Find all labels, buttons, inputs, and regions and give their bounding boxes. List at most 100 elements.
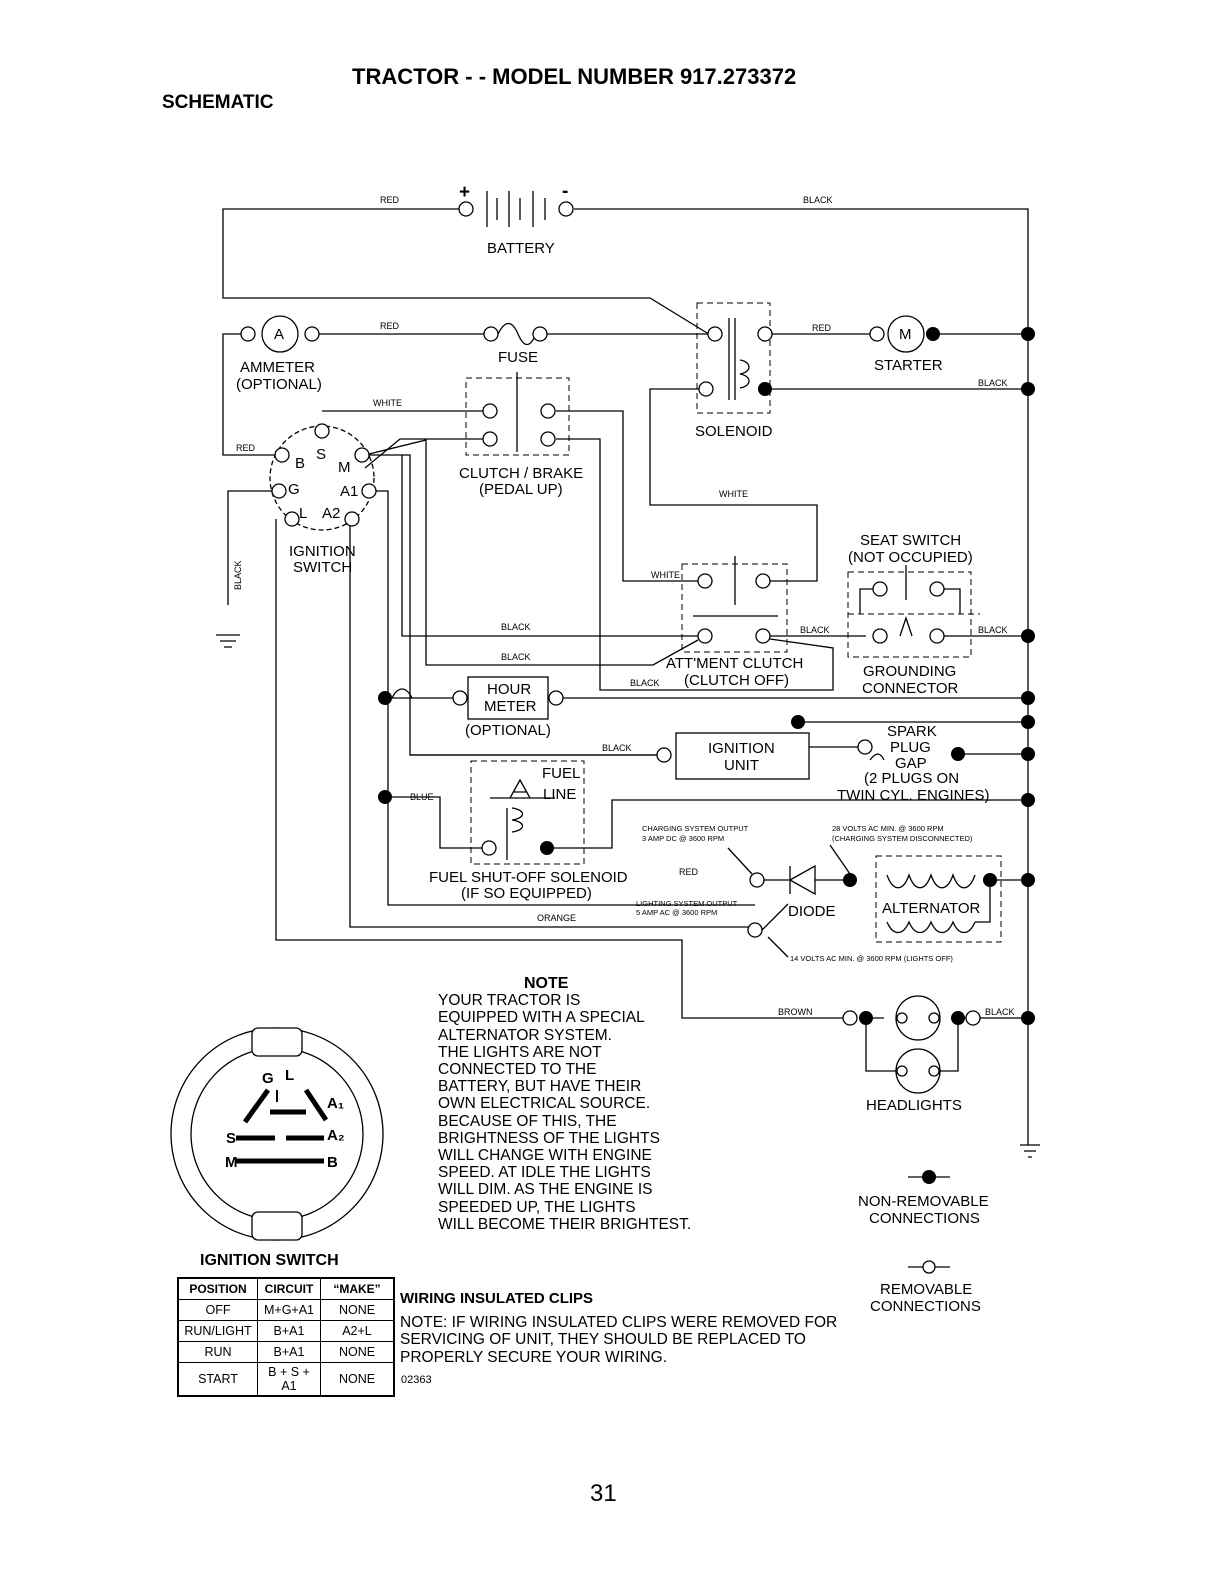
fuel-solenoid-label: FUEL SHUT-OFF SOLENOID xyxy=(429,869,628,886)
alternator: ALTERNATOR xyxy=(843,855,1002,943)
wire-label-red-2: RED xyxy=(380,321,400,331)
ignition-switch: B S M G A1 L A2 IGNITION SWITCH xyxy=(269,423,377,576)
non-removable-label-2: CONNECTIONS xyxy=(869,1210,980,1227)
table-cell: NONE xyxy=(320,1341,395,1363)
clips-line: PROPERLY SECURE YOUR WIRING. xyxy=(400,1348,667,1366)
switch-term-a2: A2 xyxy=(322,505,340,522)
note-line: SPEEDED UP, THE LIGHTS xyxy=(438,1198,636,1216)
detail-term-l: L xyxy=(285,1067,294,1084)
ammeter-symbol: A xyxy=(274,326,284,343)
wire-label-black-9: BLACK xyxy=(602,743,632,753)
spec-14v: 14 VOLTS AC MIN. @ 3600 RPM (LIGHTS OFF) xyxy=(790,954,953,963)
table-cell: OFF xyxy=(177,1299,258,1321)
spec-lighting-1: LIGHTING SYSTEM OUTPUT xyxy=(636,899,738,908)
junction-dots xyxy=(1021,327,1035,1025)
non-removable-label: NON-REMOVABLE xyxy=(858,1193,989,1210)
detail-term-m: M xyxy=(225,1154,238,1171)
switch-term-a1: A1 xyxy=(340,483,358,500)
grounding-connector-label: GROUNDING xyxy=(863,663,956,680)
lighting-output-node xyxy=(747,922,763,938)
fuse: FUSE xyxy=(483,322,548,366)
clutch-brake-sub: (PEDAL UP) xyxy=(479,481,563,498)
seat-switch: SEAT SWITCH (NOT OCCUPIED) GROUNDING CON… xyxy=(847,532,980,697)
wire-label-blue: BLUE xyxy=(410,792,434,802)
wire-label-black-2: BLACK xyxy=(978,378,1008,388)
alternator-label: ALTERNATOR xyxy=(882,900,981,917)
hour-meter-label-2: METER xyxy=(484,698,537,715)
page-number: 31 xyxy=(590,1480,617,1507)
battery-label: BATTERY xyxy=(487,240,555,257)
note-title: NOTE xyxy=(524,975,569,992)
detail-term-a2: A₂ xyxy=(327,1127,345,1144)
alternator-note: NOTE YOUR TRACTOR IS EQUIPPED WITH A SPE… xyxy=(438,975,728,1233)
wire-label-black-3: BLACK xyxy=(233,560,243,590)
note-line: BATTERY, BUT HAVE THEIR xyxy=(438,1078,642,1096)
table-header-position: POSITION xyxy=(177,1277,258,1300)
diode: DIODE xyxy=(749,864,836,920)
clips-title: WIRING INSULATED CLIPS xyxy=(400,1290,594,1307)
ignition-switch-detail: G L A₁ S A₂ M B xyxy=(170,1027,384,1241)
table-cell: RUN xyxy=(177,1341,258,1363)
ignition-unit-label-2: UNIT xyxy=(724,757,759,774)
table-row: OFF M+G+A1 NONE xyxy=(177,1299,395,1321)
page-title: TRACTOR - - MODEL NUMBER 917.273372 xyxy=(352,64,796,89)
switch-term-s: S xyxy=(316,446,326,463)
ignition-switch-table: POSITION CIRCUIT “MAKE” OFF M+G+A1 NONE … xyxy=(177,1277,395,1397)
fuse-label: FUSE xyxy=(498,349,538,366)
note-line: ALTERNATOR SYSTEM. xyxy=(438,1026,612,1044)
table-row: RUN B+A1 NONE xyxy=(177,1341,395,1363)
legend: NON-REMOVABLE CONNECTIONS REMOVABLE CONN… xyxy=(858,1170,989,1315)
wire-label-red-3: RED xyxy=(812,323,832,333)
detail-term-g: G xyxy=(262,1070,274,1087)
table-cell: B + S + A1 xyxy=(257,1362,321,1397)
diode-label: DIODE xyxy=(788,903,836,920)
switch-term-m: M xyxy=(338,459,351,476)
detail-term-a1: A₁ xyxy=(327,1095,344,1112)
wire-label-white: WHITE xyxy=(373,398,402,408)
note-line: WILL CHANGE WITH ENGINE xyxy=(438,1147,652,1165)
wire-label-orange: ORANGE xyxy=(537,913,576,923)
wire-label-black-4: BLACK xyxy=(800,625,830,635)
clutch-brake-switch: CLUTCH / BRAKE (PEDAL UP) xyxy=(459,372,583,498)
fuel-solenoid-sub: (IF SO EQUIPPED) xyxy=(461,885,592,902)
table-cell: B+A1 xyxy=(257,1320,321,1342)
ignition-unit-label: IGNITION xyxy=(708,740,775,757)
section-title: SCHEMATIC xyxy=(162,92,274,113)
table-cell: B+A1 xyxy=(257,1341,321,1363)
wire-label-black-6: BLACK xyxy=(501,622,531,632)
spec-charging-2: 3 AMP DC @ 3600 RPM xyxy=(642,834,724,843)
removable-label: REMOVABLE xyxy=(880,1281,972,1298)
battery-plus: + xyxy=(459,182,470,203)
detail-term-b: B xyxy=(327,1154,338,1171)
note-line: BECAUSE OF THIS, THE xyxy=(438,1112,617,1130)
wire-label-black: BLACK xyxy=(803,195,833,205)
wire-label-black-8: BLACK xyxy=(630,678,660,688)
wire-label-black-10: BLACK xyxy=(985,1007,1015,1017)
note-line: WILL DIM. AS THE ENGINE IS xyxy=(438,1181,653,1199)
spark-plug-label-3: GAP xyxy=(895,755,927,772)
solenoid: SOLENOID xyxy=(695,302,773,440)
clutch-brake-label: CLUTCH / BRAKE xyxy=(459,465,583,482)
table-cell: RUN/LIGHT xyxy=(177,1320,258,1342)
fuel-line-label-2: LINE xyxy=(543,786,576,803)
table-header-row: POSITION CIRCUIT “MAKE” xyxy=(177,1277,395,1300)
removable-label-2: CONNECTIONS xyxy=(870,1298,981,1315)
note-line: OWN ELECTRICAL SOURCE. xyxy=(438,1095,651,1113)
table-row: RUN/LIGHT B+A1 A2+L xyxy=(177,1320,395,1342)
attment-clutch-sub: (CLUTCH OFF) xyxy=(684,672,789,689)
ignition-switch-caption: IGNITION SWITCH xyxy=(200,1252,339,1269)
battery: + - BATTERY xyxy=(458,181,574,257)
wiring-clips-note: WIRING INSULATED CLIPS NOTE: IF WIRING I… xyxy=(400,1290,870,1366)
hour-meter: HOUR METER (OPTIONAL) xyxy=(378,676,564,739)
spark-plug-label-5: TWIN CYL. ENGINES) xyxy=(837,787,990,804)
spark-plug: SPARK PLUG GAP (2 PLUGS ON TWIN CYL. ENG… xyxy=(837,723,990,804)
document-code: 02363 xyxy=(401,1374,432,1386)
ignition-unit: IGNITION UNIT xyxy=(656,715,810,780)
detail-term-s: S xyxy=(226,1130,236,1147)
spark-plug-label: SPARK xyxy=(887,723,937,740)
wire-label-black-5: BLACK xyxy=(978,625,1008,635)
note-line: YOUR TRACTOR IS xyxy=(438,992,581,1010)
table-cell: NONE xyxy=(320,1299,395,1321)
note-line: THE LIGHTS ARE NOT xyxy=(438,1043,602,1061)
